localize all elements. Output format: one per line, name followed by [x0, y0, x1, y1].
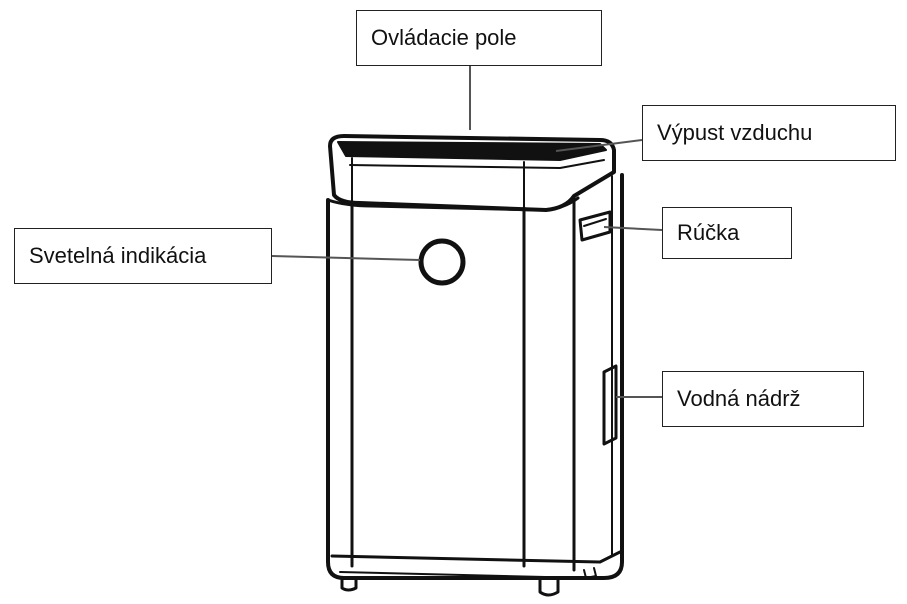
label-water-tank-text: Vodná nádrž [677, 386, 801, 411]
label-handle: Rúčka [662, 207, 792, 259]
unit-base-bottom [339, 571, 589, 579]
leader-line-handle [603, 226, 663, 231]
label-light-indicator: Svetelná indikácia [14, 228, 272, 284]
leader-line-air-outlet [555, 139, 643, 152]
light-indicator-ring [418, 238, 466, 286]
unit-top-shell [328, 134, 616, 212]
label-air-outlet: Výpust vzduchu [642, 105, 896, 161]
water-tank-window [602, 364, 618, 446]
unit-base [330, 550, 622, 564]
wheel-front-left [340, 576, 358, 592]
label-light-indicator-text: Svetelná indikácia [29, 243, 207, 268]
label-control-panel-text: Ovládacie pole [371, 25, 517, 50]
control-panel-surface [337, 141, 607, 161]
wheel-front-right [538, 578, 560, 597]
handle-grip [583, 218, 607, 227]
label-water-tank: Vodná nádrž [662, 371, 864, 427]
unit-body-outline [326, 173, 624, 580]
belt-line [326, 196, 580, 212]
wheel-rear-right [583, 567, 597, 579]
label-air-outlet-text: Výpust vzduchu [657, 120, 813, 145]
top-rim-inner-line [349, 159, 605, 169]
leader-line-light-indicator [271, 255, 421, 261]
label-control-panel: Ovládacie pole [356, 10, 602, 66]
label-handle-text: Rúčka [677, 220, 740, 245]
handle-recess [578, 210, 612, 242]
